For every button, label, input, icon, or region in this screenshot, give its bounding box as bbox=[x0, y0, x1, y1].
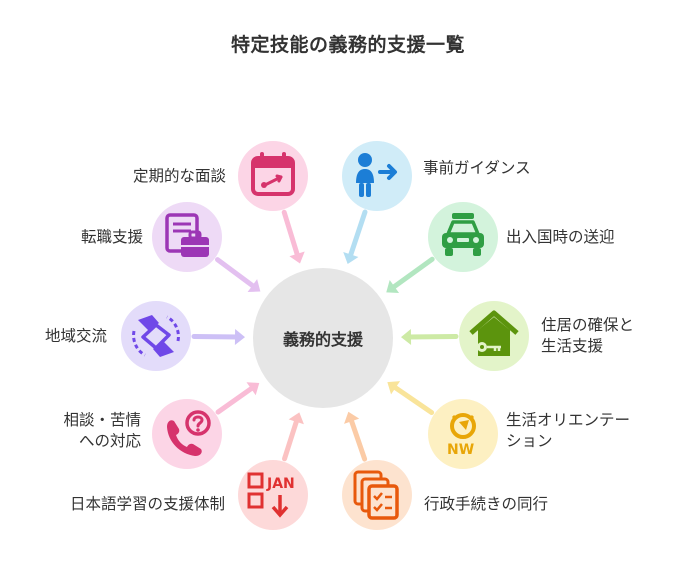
car-icon bbox=[442, 213, 484, 256]
arrow-admin-procedures bbox=[347, 414, 368, 462]
label-community-exchange: 地域交流 bbox=[44, 327, 107, 345]
arrowhead-airport-transfer bbox=[386, 280, 400, 294]
label-life-orientation: 生活オリエンテー ション bbox=[506, 411, 631, 450]
arrow-consultation bbox=[215, 383, 257, 415]
center-label: 義務的支援 bbox=[282, 330, 363, 349]
svg-text:JAN: JAN bbox=[266, 476, 295, 492]
node-housing bbox=[459, 301, 529, 371]
arrowhead-consultation bbox=[246, 382, 260, 396]
label-job-change-support: 転職支援 bbox=[80, 228, 143, 246]
label-pre-guidance: 事前ガイダンス bbox=[423, 159, 531, 177]
node-pre-guidance bbox=[342, 141, 412, 211]
arrow-housing bbox=[404, 333, 459, 340]
node-job-change-support bbox=[152, 202, 222, 272]
arrowhead-regular-interview bbox=[289, 251, 305, 264]
label-housing: 住居の確保と 生活支援 bbox=[541, 316, 635, 355]
node-airport-transfer bbox=[428, 202, 498, 272]
arrowhead-life-orientation bbox=[387, 381, 401, 395]
person-arrow-icon bbox=[356, 153, 397, 197]
svg-text:NW: NW bbox=[447, 442, 474, 458]
calendar-icon bbox=[251, 152, 295, 196]
house-key-icon bbox=[469, 310, 519, 356]
arrow-pre-guidance bbox=[347, 209, 368, 261]
page-title: 特定技能の義務的支援一覧 bbox=[230, 34, 465, 56]
arrowhead-pre-guidance bbox=[343, 251, 359, 265]
node-regular-interview bbox=[238, 141, 308, 211]
arrow-airport-transfer bbox=[388, 256, 435, 292]
jan-calendar-icon: JAN bbox=[247, 472, 295, 518]
node-community-exchange bbox=[121, 301, 191, 371]
arrow-regular-interview bbox=[281, 209, 301, 261]
label-consultation: 相談・苦情 への対応 bbox=[63, 411, 141, 450]
compass-icon: NW bbox=[447, 413, 476, 458]
label-regular-interview: 定期的な面談 bbox=[132, 167, 226, 185]
node-admin-procedures bbox=[342, 460, 412, 530]
node-consultation bbox=[152, 399, 222, 469]
arrow-community-exchange bbox=[191, 333, 242, 340]
node-life-orientation: NW bbox=[428, 399, 498, 469]
arrowhead-admin-procedures bbox=[344, 411, 360, 424]
arrowhead-job-change-support bbox=[247, 279, 261, 292]
phone-question-icon bbox=[167, 410, 211, 456]
handshake-icon bbox=[132, 315, 180, 357]
arrowhead-japanese-learning bbox=[288, 412, 304, 425]
center-node: 義務的支援 bbox=[253, 268, 393, 408]
arrow-japanese-learning bbox=[282, 415, 301, 462]
label-japanese-learning: 日本語学習の支援体制 bbox=[69, 495, 225, 513]
label-airport-transfer: 出入国時の送迎 bbox=[506, 228, 615, 246]
label-admin-procedures: 行政手続きの同行 bbox=[424, 495, 549, 513]
arrowhead-community-exchange bbox=[234, 328, 246, 345]
briefcase-document-icon bbox=[165, 213, 209, 257]
documents-icon bbox=[353, 470, 399, 520]
arrowhead-housing bbox=[400, 328, 412, 345]
arrow-life-orientation bbox=[389, 383, 435, 416]
arrow-job-change-support bbox=[215, 257, 259, 291]
node-japanese-learning: JAN bbox=[238, 460, 308, 530]
